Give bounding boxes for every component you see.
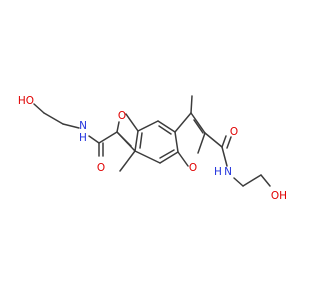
atom-label-hydroxyl-left: HO — [18, 95, 34, 107]
bond — [125, 113, 139, 132]
bond — [174, 112, 192, 133]
bond — [260, 174, 271, 187]
bond — [204, 132, 223, 148]
atom-label-oxygen-furan-left: O — [118, 110, 126, 122]
bond — [88, 135, 100, 144]
bond — [137, 120, 159, 132]
bond — [174, 131, 179, 153]
atom-label-hydroxyl-right: OH — [271, 190, 287, 202]
bond — [177, 151, 189, 167]
bond-layer — [33, 95, 271, 187]
atom-label-hydrogen-right: H — [214, 166, 222, 178]
bond — [190, 112, 206, 134]
bond — [117, 132, 132, 147]
bond — [116, 121, 120, 133]
atom-label-oxygen-furan-right: O — [189, 162, 197, 174]
atom-label-oxygen-carbonyl-left: O — [97, 162, 105, 174]
bond — [233, 177, 244, 187]
atom-label-oxygen-carbonyl-right: O — [230, 126, 238, 138]
atom-label-nitrogen-right: N — [224, 166, 232, 178]
bond — [134, 150, 161, 164]
bond — [159, 151, 179, 164]
bond — [43, 112, 64, 125]
atom-label-hydrogen-left: H — [79, 132, 87, 144]
bond — [119, 150, 136, 172]
bond — [98, 131, 118, 144]
bond — [193, 119, 204, 134]
atom-label-nitrogen-left: N — [79, 120, 87, 132]
bond — [197, 132, 206, 154]
bond — [157, 120, 176, 133]
bond — [226, 136, 232, 149]
atom-label-layer: HO N H O O O O N H OH — [18, 95, 287, 202]
bond — [33, 103, 45, 114]
bond — [134, 130, 139, 152]
bond — [221, 146, 228, 167]
bond — [190, 95, 193, 114]
molecule-diagram: HO N H O O O O N H OH — [18, 95, 287, 202]
bond — [158, 125, 172, 135]
bond — [159, 149, 175, 159]
bond — [62, 123, 80, 129]
bond — [242, 174, 262, 187]
bond — [139, 132, 143, 149]
bond — [221, 135, 227, 148]
